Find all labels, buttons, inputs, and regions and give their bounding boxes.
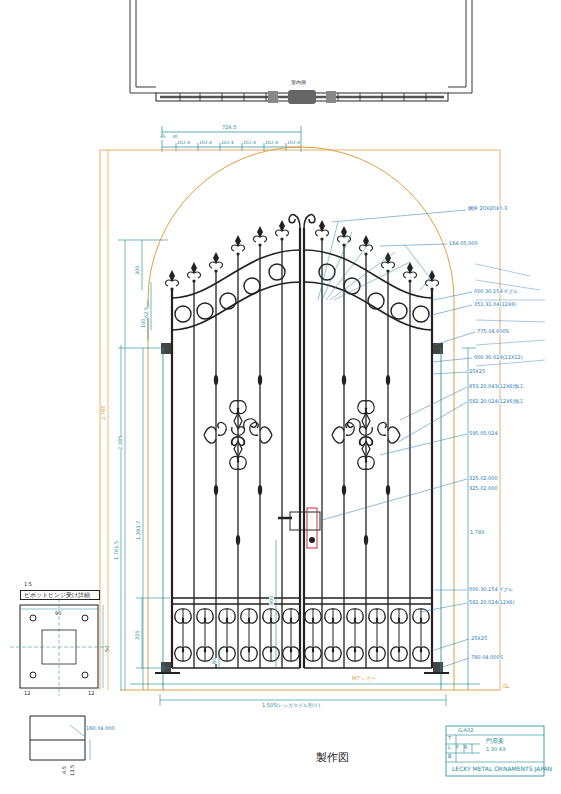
drawing-stroke <box>30 615 36 621</box>
dimension-label: 50 <box>105 646 110 652</box>
title-text: G-A02 <box>458 728 473 733</box>
dimension-label: 164.05.000 <box>449 241 478 246</box>
dimension-label: 582.20.024(12X6) <box>469 600 515 605</box>
title-text: R <box>464 745 467 750</box>
dimension-label: 775.04.000S <box>477 329 509 334</box>
dimension-label: Mアンカー <box>352 676 376 681</box>
detail-heading-box: ピボットヒンジ受け詳細1:5 <box>20 590 100 600</box>
dimension-label: 724.5 <box>222 125 236 130</box>
drawing-stroke <box>108 150 109 690</box>
dimension-label: 4.5 <box>62 766 67 774</box>
drawing-stroke <box>120 690 500 691</box>
dimension-label: 100 <box>141 318 146 328</box>
drawing-stroke <box>290 512 320 530</box>
drawing-stroke <box>288 90 316 104</box>
dimension-label: 000.30.024(12X12) <box>474 355 523 360</box>
drawing-stroke <box>307 508 317 548</box>
drawing-stroke <box>30 716 85 760</box>
drawing-stroke <box>161 215 300 690</box>
drawing-stroke <box>446 735 544 762</box>
drawing-stroke <box>82 672 88 678</box>
title-block: G-A02 門扉案 1:30 A3 TLFR B LECKY METAL ORNAMENT… <box>446 726 556 776</box>
dimension-label: 25X25 <box>471 636 487 641</box>
dimension-label: 102.4 <box>287 141 300 146</box>
dimension-label: 12 <box>24 691 30 696</box>
dimension-label: 102.4 <box>243 141 256 146</box>
title-text: ピボットヒンジ受け詳細 <box>24 593 90 599</box>
dimension-label: 62.5 <box>144 307 149 318</box>
dimension-label: 102.4 <box>221 141 234 146</box>
title-text: 門扉案 <box>486 738 504 744</box>
dimension-label: 1,505(レンガタイル割り) <box>262 703 320 708</box>
drawing-stroke <box>322 210 475 668</box>
title-text: B <box>448 754 451 759</box>
dimension-label: GL <box>503 684 510 689</box>
drawing-stroke <box>155 672 449 674</box>
drawing-stroke <box>318 222 410 300</box>
drawing-stroke <box>100 150 500 690</box>
drawing-stroke <box>82 615 88 621</box>
drawing-stroke <box>326 91 336 103</box>
dimension-label: 45 <box>160 135 166 140</box>
drawing-stroke <box>10 598 108 696</box>
title-text: 1:5 <box>24 582 32 587</box>
dimension-label: 2,785 <box>101 406 106 420</box>
drawing-stroke <box>148 147 454 690</box>
title-text: T <box>448 736 451 741</box>
dimension-label: 1,393.7 <box>136 521 141 540</box>
drawing-stroke <box>30 672 36 678</box>
drawing-stroke <box>130 0 472 93</box>
dimension-label: 1,780 <box>470 530 484 535</box>
dimension-label: 20 <box>172 135 178 140</box>
title-text: L <box>448 745 451 750</box>
title-text: F <box>456 745 459 750</box>
dimension-label: 853.20.043(12X6)加工 <box>469 384 525 389</box>
drawing-stroke <box>476 264 545 366</box>
drawing-stroke <box>405 245 430 290</box>
dimension-label: 鋼管 20X20X0.3 <box>468 206 507 211</box>
dimension-label: 25X25 <box>469 369 485 374</box>
dimension-label: 室内側 <box>291 80 306 85</box>
dimension-label: 80 <box>212 658 217 664</box>
dimension-label: 102.4 <box>177 141 190 146</box>
dimension-label: 595.05.024 <box>469 431 498 436</box>
dimension-label: 1,761.5 <box>114 541 119 560</box>
dimension-label: 000.30.154ダブル <box>474 289 518 294</box>
dimension-label: 13.5 <box>70 765 75 776</box>
dimension-label: 780.04.000S <box>471 655 503 660</box>
drawing-stroke <box>20 605 103 688</box>
drawing-stroke <box>90 740 91 760</box>
dimension-label: 102.4 <box>265 141 278 146</box>
dimension-label: 582.20.024(12X6)加工 <box>469 399 525 404</box>
title-text: 1:30 A3 <box>486 747 505 752</box>
dimension-label: 160.04.000 <box>86 726 115 731</box>
drawing-stroke <box>130 684 480 685</box>
dimension-label: 12 <box>88 691 94 696</box>
drawing-stroke <box>304 215 443 690</box>
drawing-stroke <box>278 517 292 520</box>
dimension-label: 102.4 <box>199 141 212 146</box>
dimension-label: 300 <box>135 265 140 275</box>
dimension-label: 325.02.000 <box>469 476 498 481</box>
dimension-label: 90 <box>55 611 61 616</box>
drawing-stroke <box>118 240 276 690</box>
title-text: LECKY METAL ORNAMENTS JAPAN <box>452 766 552 772</box>
drawing-stroke <box>268 91 278 103</box>
dimension-label: 315 <box>135 630 140 640</box>
dimension-label: 351.31.04(12X6) <box>474 302 516 307</box>
drawing-stroke <box>309 537 315 543</box>
dimension-label: 2,385 <box>118 436 123 450</box>
dimension-label: 325.02.000 <box>469 486 498 491</box>
drawing-title: 製作図 <box>316 752 349 763</box>
drawing-stroke <box>70 725 84 736</box>
dimension-label: 900 <box>269 595 274 605</box>
dimension-label: 000.30.154ダブル <box>469 587 513 592</box>
